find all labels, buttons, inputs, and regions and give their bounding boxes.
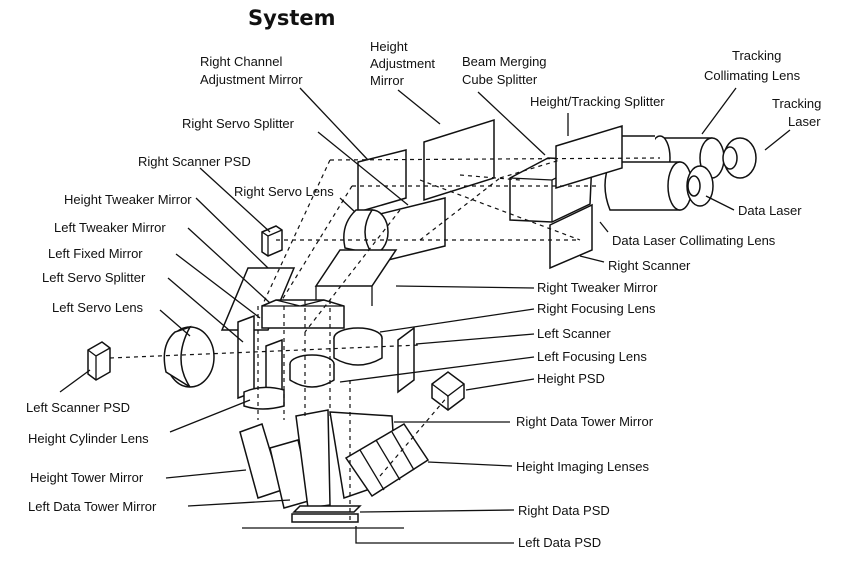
height-cylinder-lens bbox=[243, 386, 285, 410]
label-right-scanner: Right Scanner bbox=[608, 258, 691, 273]
label-right-focusing-lens: Right Focusing Lens bbox=[537, 301, 656, 316]
label-right-channel-adjustment-mirror-1: Right Channel bbox=[200, 54, 282, 69]
left-scanner-psd bbox=[87, 341, 111, 381]
label-tracking-collimating-lens-1: Tracking bbox=[732, 48, 781, 63]
label-height-adjustment-mirror-1: Height bbox=[370, 39, 408, 54]
label-height-tower-mirror: Height Tower Mirror bbox=[30, 470, 144, 485]
left-data-psd bbox=[291, 513, 359, 523]
label-height-adjustment-mirror-2: Adjustment bbox=[370, 56, 435, 71]
label-left-data-psd: Left Data PSD bbox=[518, 535, 601, 550]
left-focusing-lens bbox=[289, 354, 335, 388]
label-tracking-collimating-lens-2: Collimating Lens bbox=[704, 68, 801, 83]
label-tracking-laser-1: Tracking bbox=[772, 96, 821, 111]
label-height-psd: Height PSD bbox=[537, 371, 605, 386]
label-tracking-laser-2: Laser bbox=[788, 114, 821, 129]
label-right-tweaker-mirror: Right Tweaker Mirror bbox=[537, 280, 658, 295]
left-fixed-mirror bbox=[261, 299, 345, 329]
left-servo-splitter bbox=[237, 314, 255, 400]
label-height-imaging-lenses: Height Imaging Lenses bbox=[516, 459, 649, 474]
label-left-scanner: Left Scanner bbox=[537, 326, 611, 341]
diagram-title: System bbox=[248, 6, 335, 30]
label-left-scanner-psd: Left Scanner PSD bbox=[26, 400, 130, 415]
label-height-tracking-splitter: Height/Tracking Splitter bbox=[530, 94, 665, 109]
label-left-fixed-mirror: Left Fixed Mirror bbox=[48, 246, 143, 261]
label-right-data-psd: Right Data PSD bbox=[518, 503, 610, 518]
label-beam-merging-cube-splitter-1: Beam Merging bbox=[462, 54, 547, 69]
label-data-laser: Data Laser bbox=[738, 203, 802, 218]
right-servo-lens bbox=[343, 209, 389, 256]
leader-lines bbox=[59, 87, 791, 544]
data-laser bbox=[604, 161, 714, 211]
label-right-scanner-psd: Right Scanner PSD bbox=[138, 154, 251, 169]
label-height-cylinder-lens: Height Cylinder Lens bbox=[28, 431, 149, 446]
label-left-servo-lens: Left Servo Lens bbox=[52, 300, 144, 315]
label-beam-merging-cube-splitter-2: Cube Splitter bbox=[462, 72, 538, 87]
right-tweaker-mirror bbox=[314, 249, 398, 287]
label-right-servo-splitter: Right Servo Splitter bbox=[182, 116, 295, 131]
label-right-channel-adjustment-mirror-2: Adjustment Mirror bbox=[200, 72, 303, 87]
left-scanner bbox=[397, 326, 415, 394]
label-height-tweaker-mirror: Height Tweaker Mirror bbox=[64, 192, 192, 207]
left-servo-lens bbox=[163, 325, 215, 388]
height-psd bbox=[431, 371, 465, 411]
height-imaging-lenses bbox=[344, 422, 430, 498]
right-data-psd bbox=[292, 505, 362, 513]
right-focusing-lens bbox=[333, 327, 383, 366]
height-tracking-splitter bbox=[555, 124, 623, 190]
label-height-adjustment-mirror-3: Mirror bbox=[370, 73, 405, 88]
right-channel-adjustment-mirror bbox=[357, 149, 407, 213]
beam-paths bbox=[109, 157, 661, 520]
left-data-tower-mirror bbox=[269, 409, 331, 509]
label-left-data-tower-mirror: Left Data Tower Mirror bbox=[28, 499, 157, 514]
label-left-focusing-lens: Left Focusing Lens bbox=[537, 349, 647, 364]
label-right-servo-lens: Right Servo Lens bbox=[234, 184, 334, 199]
right-scanner-psd bbox=[261, 225, 283, 257]
label-left-servo-splitter: Left Servo Splitter bbox=[42, 270, 146, 285]
height-adjustment-mirror bbox=[423, 118, 495, 202]
label-right-data-tower-mirror: Right Data Tower Mirror bbox=[516, 414, 654, 429]
label-left-tweaker-mirror: Left Tweaker Mirror bbox=[54, 220, 166, 235]
label-data-laser-collimating-lens: Data Laser Collimating Lens bbox=[612, 233, 776, 248]
